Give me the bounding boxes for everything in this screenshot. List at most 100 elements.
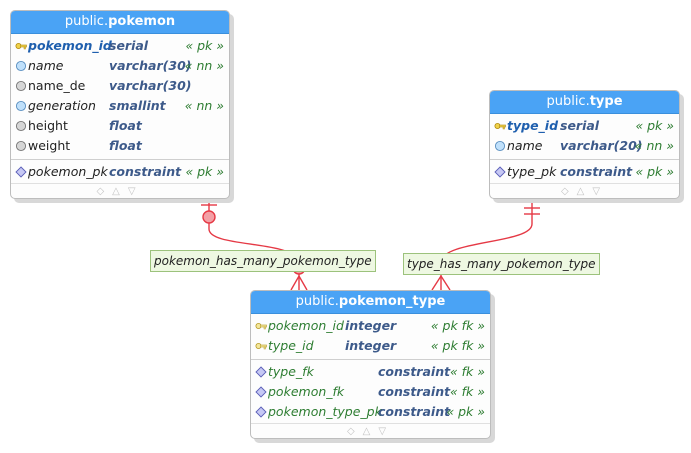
section-divider	[11, 159, 229, 160]
constraint-name: pokemon_fk	[268, 384, 345, 399]
column-name: type_id	[507, 118, 559, 133]
diamond-toggle-icon[interactable]: ◇	[560, 186, 577, 197]
constraint-row[interactable]: type_pk constraint « pk »	[490, 162, 679, 182]
column-row[interactable]: name varchar(30) « nn »	[11, 56, 229, 76]
table-name: type	[589, 94, 623, 109]
expand-down-icon[interactable]: ▽	[378, 426, 395, 437]
not-null-column-icon	[494, 140, 506, 152]
column-name: pokemon_id	[268, 318, 344, 333]
collapse-up-icon[interactable]: △	[112, 186, 128, 197]
table-pokemon-type[interactable]: public.pokemon_type pokemon_id integer «…	[250, 290, 491, 439]
column-row[interactable]: type_id integer « pk fk »	[251, 336, 490, 356]
column-flags: « nn »	[184, 98, 224, 113]
column-type: integer	[345, 338, 397, 353]
column-row[interactable]: pokemon_id integer « pk fk »	[251, 316, 490, 336]
column-type: integer	[345, 318, 397, 333]
column-name: type_id	[268, 338, 314, 353]
relationship-name: type_has_many_pokemon_type	[407, 257, 596, 271]
column-name: name	[28, 58, 64, 73]
column-row[interactable]: pokemon_id serial « pk »	[11, 36, 229, 56]
expand-down-icon[interactable]: ▽	[592, 186, 609, 197]
column-type: varchar(20)	[560, 138, 643, 153]
constraint-name: type_fk	[268, 364, 314, 379]
schema-name: public.	[295, 294, 339, 309]
collapse-up-icon[interactable]: △	[576, 186, 593, 197]
table-header[interactable]: public.type	[490, 91, 679, 114]
table-header[interactable]: public.pokemon	[11, 11, 229, 34]
column-flags: « pk fk »	[430, 338, 485, 353]
column-type: float	[109, 118, 142, 133]
schema-name: public.	[546, 94, 590, 109]
diamond-toggle-icon[interactable]: ◇	[96, 186, 113, 197]
relationship-label-type[interactable]: type_has_many_pokemon_type	[403, 253, 600, 275]
constraint-icon	[255, 406, 267, 418]
column-type: serial	[109, 38, 149, 53]
pokemon-relationship-line	[208, 197, 300, 290]
constraint-icon	[494, 166, 506, 178]
type-relationship-line	[440, 197, 533, 290]
table-name: pokemon_type	[338, 294, 446, 309]
constraint-row[interactable]: pokemon_fk constraint « fk »	[251, 382, 490, 402]
column-row[interactable]: name varchar(20) « nn »	[490, 136, 679, 156]
nullable-column-icon	[15, 140, 27, 152]
column-name: name_de	[28, 78, 86, 93]
constraint-row[interactable]: type_fk constraint « fk »	[251, 362, 490, 382]
column-row[interactable]: name_de varchar(30)	[11, 76, 229, 96]
table-footer: ◇△▽	[251, 423, 490, 438]
diamond-toggle-icon[interactable]: ◇	[346, 426, 363, 437]
constraint-flags: « fk »	[449, 364, 485, 379]
constraint-type: constraint	[560, 164, 633, 179]
not-null-column-icon	[15, 60, 27, 72]
column-flags: « pk »	[185, 38, 224, 53]
column-type: serial	[560, 118, 600, 133]
column-flags: « nn »	[634, 138, 674, 153]
table-header[interactable]: public.pokemon_type	[251, 291, 490, 314]
column-type: float	[109, 138, 142, 153]
constraint-icon	[255, 366, 267, 378]
constraint-name: type_pk	[507, 164, 557, 179]
nullable-column-icon	[15, 80, 27, 92]
section-divider	[490, 159, 679, 160]
column-flags: « pk »	[635, 118, 674, 133]
table-name: pokemon	[108, 14, 176, 29]
column-type: smallint	[109, 98, 166, 113]
constraint-type: constraint	[378, 404, 451, 419]
constraint-row[interactable]: pokemon_pk constraint « pk »	[11, 162, 229, 182]
constraint-name: pokemon_pk	[28, 164, 108, 179]
column-type: varchar(30)	[109, 58, 192, 73]
relationship-label-pokemon[interactable]: pokemon_has_many_pokemon_type	[150, 250, 376, 272]
constraint-icon	[15, 166, 27, 178]
column-row[interactable]: weight float	[11, 136, 229, 156]
column-name: height	[28, 118, 68, 133]
constraint-row[interactable]: pokemon_type_pk constraint « pk »	[251, 402, 490, 422]
table-footer: ◇△▽	[490, 183, 679, 198]
constraint-type: constraint	[378, 384, 451, 399]
constraint-flags: « pk »	[185, 164, 224, 179]
crowfoot-marker	[431, 274, 451, 291]
foreign-key-icon	[255, 343, 267, 350]
schema-name: public.	[64, 14, 109, 29]
crowfoot-marker	[290, 274, 308, 291]
column-type: varchar(30)	[109, 78, 192, 93]
constraint-type: constraint	[378, 364, 451, 379]
constraint-flags: « fk »	[449, 384, 485, 399]
column-row[interactable]: generation smallint « nn »	[11, 96, 229, 116]
expand-down-icon[interactable]: ▽	[127, 186, 144, 197]
column-row[interactable]: height float	[11, 116, 229, 136]
column-name: generation	[28, 98, 96, 113]
table-type[interactable]: public.type type_id serial « pk » name v…	[489, 90, 680, 199]
section-divider	[251, 359, 490, 360]
column-row[interactable]: type_id serial « pk »	[490, 116, 679, 136]
key-icon	[494, 123, 506, 130]
constraint-flags: « pk »	[635, 164, 674, 179]
constraint-icon	[255, 386, 267, 398]
constraint-flags: « pk »	[446, 404, 485, 419]
table-pokemon[interactable]: public.pokemon pokemon_id serial « pk » …	[10, 10, 230, 199]
nullable-column-icon	[15, 120, 27, 132]
constraint-type: constraint	[109, 164, 182, 179]
zero-marker	[202, 210, 216, 224]
column-flags: « pk fk »	[430, 318, 485, 333]
not-null-column-icon	[15, 100, 27, 112]
collapse-up-icon[interactable]: △	[362, 426, 379, 437]
column-name: weight	[28, 138, 71, 153]
